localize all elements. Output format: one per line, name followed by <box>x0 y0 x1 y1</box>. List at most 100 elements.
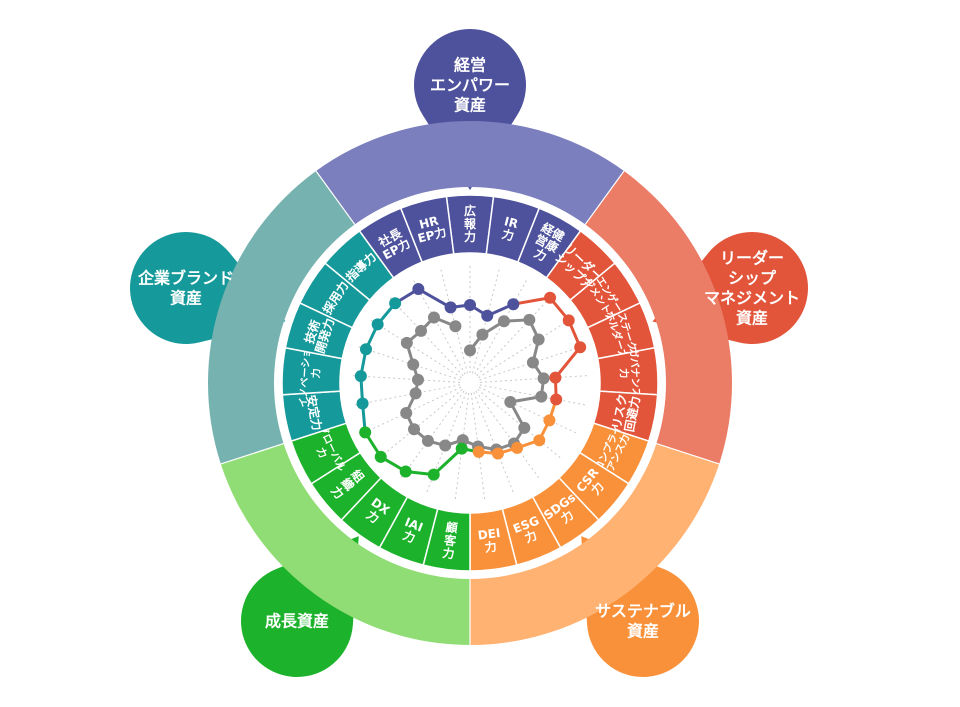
radar-spoke <box>470 392 486 501</box>
gray-series-point <box>408 423 421 436</box>
segment-label-13: 顧客力 <box>442 519 459 561</box>
segment-label-line: イノベーション <box>297 337 313 407</box>
radar-plot <box>342 255 598 511</box>
segment-label-line: 力 <box>522 527 539 545</box>
radar-spoke <box>378 388 463 459</box>
colored-series-line <box>511 296 552 306</box>
outer-band-leader <box>585 171 733 464</box>
radar-spoke <box>370 319 462 379</box>
radar-spoke <box>478 386 577 434</box>
bubble-label-line: 資産 <box>170 289 202 308</box>
segment-label-line: 技術 <box>301 318 323 345</box>
outer-ring <box>207 120 733 645</box>
colored-series-point <box>412 283 425 296</box>
outer-band-growth <box>220 443 470 645</box>
colored-series-point <box>359 426 372 439</box>
radar-spoke <box>479 375 588 383</box>
segment-ring: 広報力IR力経健営康力リーダーシップ力エンゲージメント力ステークホルダー力ガバナ… <box>281 194 659 572</box>
outer-band-brand <box>207 171 355 464</box>
outer-separator <box>656 442 720 465</box>
bubble-label-line: サステナブル <box>595 602 691 621</box>
colored-series-point <box>455 442 468 455</box>
bubble-label-growth: 成長資産 <box>265 612 329 631</box>
radar-spoke <box>357 346 461 381</box>
bubble-label-line: シップ <box>728 269 777 288</box>
segment-label-line: 客 <box>442 532 458 549</box>
colored-series-point <box>389 297 402 310</box>
gray-series-point <box>526 356 539 369</box>
colored-series-point <box>371 318 384 331</box>
gray-series-point <box>427 311 440 324</box>
colored-series-point <box>511 441 524 454</box>
outer-band-mgmt <box>316 120 624 225</box>
gray-series-point <box>449 320 462 333</box>
gray-series-point <box>421 434 434 447</box>
segment-label-18: 安定力 <box>304 394 325 432</box>
radar-spoke <box>454 392 470 501</box>
colored-series-point <box>543 414 556 427</box>
segment-label-line: 安定力 <box>304 394 325 432</box>
segment-label-0: 広報力 <box>464 203 477 244</box>
bubble-label-line: 資産 <box>627 622 659 641</box>
bubble-label-line: エンパワー <box>430 76 510 95</box>
gray-series-point <box>504 395 517 408</box>
segment-24 <box>399 195 455 264</box>
gray-series-point <box>523 313 536 326</box>
radar-spoke <box>388 296 464 377</box>
colored-series-point <box>549 371 562 384</box>
colored-series-point <box>507 298 520 311</box>
colored-series-point <box>550 393 563 406</box>
radar-spoke <box>479 346 583 381</box>
colored-series-point <box>444 301 457 314</box>
radar-spoke <box>479 384 587 406</box>
gray-series-point <box>476 328 489 341</box>
group-bubble-labels: 経営エンパワー資産リーダーシップマネジメント資産サステナブル資産成長資産企業ブラ… <box>137 56 800 641</box>
colored-series-point <box>472 445 485 458</box>
segment-label-line: HR <box>418 214 440 232</box>
colored-series-point <box>491 447 504 460</box>
segment-label-line: 力 <box>442 545 456 561</box>
gray-series-point <box>407 358 420 371</box>
segment-label-line: リスク <box>610 393 631 431</box>
segment-label-line: 力 <box>464 229 476 244</box>
segment-label-line: 力 <box>500 226 515 244</box>
segment-label-line: 報 <box>464 216 477 231</box>
gray-series-point <box>415 324 428 337</box>
segment-label-line: 力 <box>309 368 323 379</box>
segment-label-line: 力 <box>617 368 631 379</box>
colored-series-point <box>427 468 440 481</box>
segment-label-line: IAI <box>403 515 425 535</box>
radar-spoke <box>400 390 465 479</box>
radar-spoke <box>476 296 552 377</box>
gray-series-point <box>411 373 424 386</box>
segment-label-1: IR力 <box>500 214 519 243</box>
colored-series-point <box>399 465 412 478</box>
bubble-mgmt <box>413 28 526 190</box>
colored-series-point <box>464 298 476 311</box>
radar-spoke <box>472 268 500 374</box>
radar-spoke <box>352 375 461 383</box>
gray-series-point <box>400 407 413 420</box>
segment-label-line: 力 <box>401 527 418 545</box>
colored-series-point <box>544 291 557 304</box>
colored-series-point <box>354 370 367 383</box>
segment-label-line: IR <box>503 214 520 231</box>
colored-series-point <box>374 450 387 463</box>
radar-spoke <box>473 392 514 493</box>
gray-series-point <box>439 439 452 452</box>
gray-series-point <box>518 421 531 434</box>
colored-series-line <box>416 287 453 309</box>
gray-series-point <box>409 387 422 400</box>
colored-series-point <box>562 314 575 327</box>
